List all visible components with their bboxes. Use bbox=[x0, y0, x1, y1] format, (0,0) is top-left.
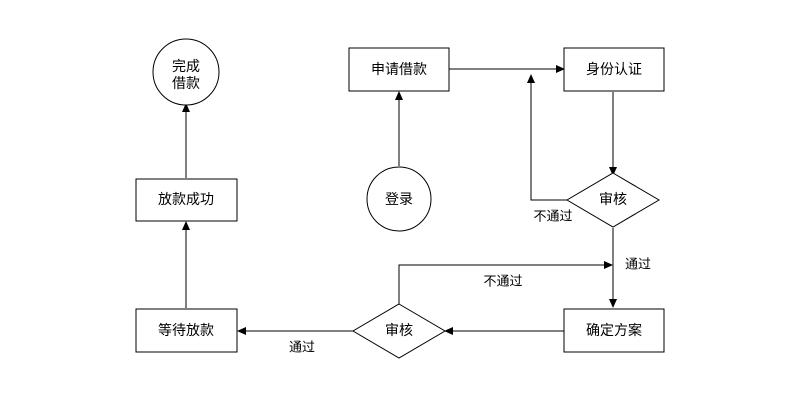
apply-loan-label: 申请借款 bbox=[371, 62, 427, 78]
review-2-pass-label: 通过 bbox=[289, 341, 315, 356]
node-review-2: 审核 bbox=[352, 303, 446, 359]
review-2-label: 审核 bbox=[385, 323, 413, 339]
node-apply-loan: 申请借款 bbox=[348, 47, 450, 92]
node-wait-disburse: 等待放款 bbox=[135, 308, 238, 353]
edge-review-1-fail-loop bbox=[527, 74, 567, 201]
complete-loan-label-line2: 借款 bbox=[172, 76, 200, 92]
node-login: 登录 bbox=[366, 166, 432, 232]
review-1-label: 审核 bbox=[599, 192, 627, 208]
edge-review-2-fail-loop bbox=[398, 261, 613, 306]
wait-disburse-label: 等待放款 bbox=[158, 322, 214, 339]
login-label: 登录 bbox=[385, 192, 413, 208]
node-confirm-plan: 确定方案 bbox=[563, 308, 665, 353]
review-2-fail-label: 不通过 bbox=[483, 275, 522, 290]
disburse-success-label: 放款成功 bbox=[158, 192, 214, 208]
node-disburse-success: 放款成功 bbox=[135, 178, 238, 222]
complete-loan-label-line1: 完成 bbox=[172, 59, 200, 75]
review-1-fail-label: 不通过 bbox=[533, 210, 572, 225]
node-identity-verify: 身份认证 bbox=[563, 47, 665, 92]
confirm-plan-label: 确定方案 bbox=[586, 322, 642, 339]
node-complete-loan: 完成 借款 bbox=[152, 38, 220, 106]
node-review-1: 审核 bbox=[566, 172, 660, 228]
review-1-pass-label: 通过 bbox=[625, 258, 651, 273]
identity-verify-label: 身份认证 bbox=[586, 62, 642, 78]
